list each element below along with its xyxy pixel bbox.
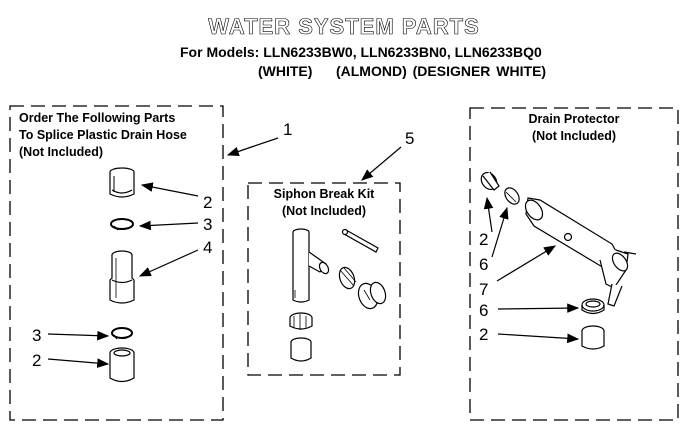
callout-4: 4 bbox=[203, 238, 213, 257]
drain-ring-small bbox=[504, 187, 520, 205]
connector-top bbox=[109, 167, 135, 198]
siphon-kit-box bbox=[247, 182, 401, 376]
splice-box-text: Order The Following Parts To Splice Plas… bbox=[19, 110, 187, 161]
splice-line3: (Not Included) bbox=[19, 145, 104, 159]
coupler bbox=[109, 250, 135, 304]
siphon-grommet bbox=[289, 312, 313, 330]
callout-1: 1 bbox=[283, 120, 293, 139]
drain-line2: (Not Included) bbox=[531, 129, 616, 143]
callout-6-drain-top: 6 bbox=[479, 255, 489, 274]
callout-5: 5 bbox=[405, 129, 415, 148]
drain-protector-box bbox=[469, 107, 679, 421]
siphon-pin bbox=[341, 228, 379, 253]
drain-line1: Drain Protector bbox=[528, 112, 620, 126]
callout-6-drain-bottom: 6 bbox=[479, 301, 489, 320]
callout-2-bottom: 2 bbox=[32, 351, 42, 370]
splice-parts bbox=[109, 167, 135, 383]
callout-2-top: 2 bbox=[203, 193, 213, 212]
splice-kit-box bbox=[9, 105, 224, 421]
drain-box-text: Drain Protector (Not Included) bbox=[470, 111, 678, 145]
models-line: For Models: LLN6233BW0, LLN6233BN0, LLN6… bbox=[180, 44, 542, 60]
siphon-line1: Siphon Break Kit bbox=[273, 187, 375, 201]
siphon-line2: (Not Included) bbox=[281, 204, 366, 218]
callout-7: 7 bbox=[479, 280, 489, 299]
drain-ring-bottom bbox=[581, 298, 605, 315]
colors-line: (WHITE) (ALMOND) (DESIGNER WHITE) bbox=[258, 63, 547, 79]
drain-cap-bottom bbox=[581, 325, 605, 350]
siphon-tee bbox=[292, 228, 330, 303]
callout-2-drain-bottom: 2 bbox=[479, 325, 489, 344]
callout-3-bottom: 3 bbox=[32, 326, 42, 345]
siphon-cap bbox=[357, 281, 387, 310]
connector-bottom bbox=[109, 347, 135, 383]
splice-line1: Order The Following Parts bbox=[19, 111, 176, 125]
page-title: WATER SYSTEM PARTS bbox=[208, 14, 480, 40]
drain-cap-small bbox=[480, 171, 500, 191]
splice-line2: To Splice Plastic Drain Hose bbox=[19, 128, 187, 142]
drain-parts bbox=[480, 171, 637, 350]
clamp-top bbox=[110, 218, 134, 231]
drain-protector-body bbox=[524, 197, 637, 307]
siphon-bushing bbox=[290, 337, 312, 362]
callout-2-drain-top: 2 bbox=[479, 230, 489, 249]
siphon-nut bbox=[338, 266, 357, 290]
siphon-parts bbox=[289, 228, 387, 362]
callout-3-top: 3 bbox=[203, 215, 213, 234]
clamp-bottom bbox=[111, 327, 133, 340]
siphon-box-text: Siphon Break Kit (Not Included) bbox=[248, 186, 400, 220]
